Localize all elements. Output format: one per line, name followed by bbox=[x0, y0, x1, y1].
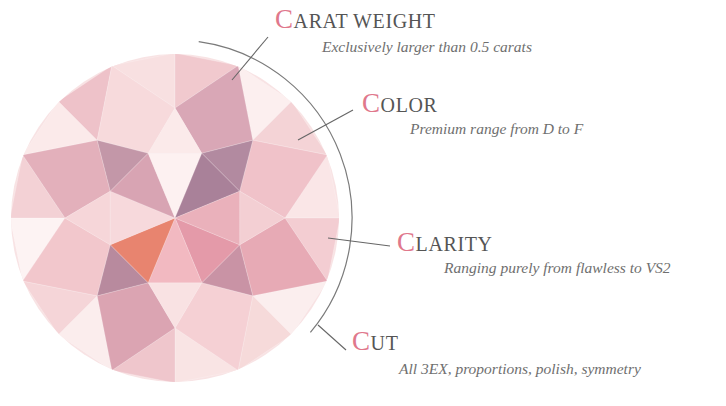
section-note: All 3EX, proportions, polish, symmetry bbox=[399, 359, 641, 379]
leader-line bbox=[328, 238, 390, 246]
section-title: CUT bbox=[352, 328, 398, 356]
leader-line bbox=[232, 37, 268, 80]
section-note: Premium range from D to F bbox=[410, 119, 583, 139]
diamond bbox=[10, 53, 340, 383]
section-title: CARAT WEIGHT bbox=[275, 6, 436, 34]
bracket-arc bbox=[199, 42, 352, 333]
section-note: Exclusively larger than 0.5 carats bbox=[322, 37, 532, 57]
section-note: Ranging purely from flawless to VS2 bbox=[444, 258, 671, 278]
section-title: COLOR bbox=[362, 90, 437, 118]
leader-line bbox=[298, 110, 353, 140]
leader-line bbox=[318, 325, 346, 350]
section-title: CLARITY bbox=[397, 229, 493, 257]
